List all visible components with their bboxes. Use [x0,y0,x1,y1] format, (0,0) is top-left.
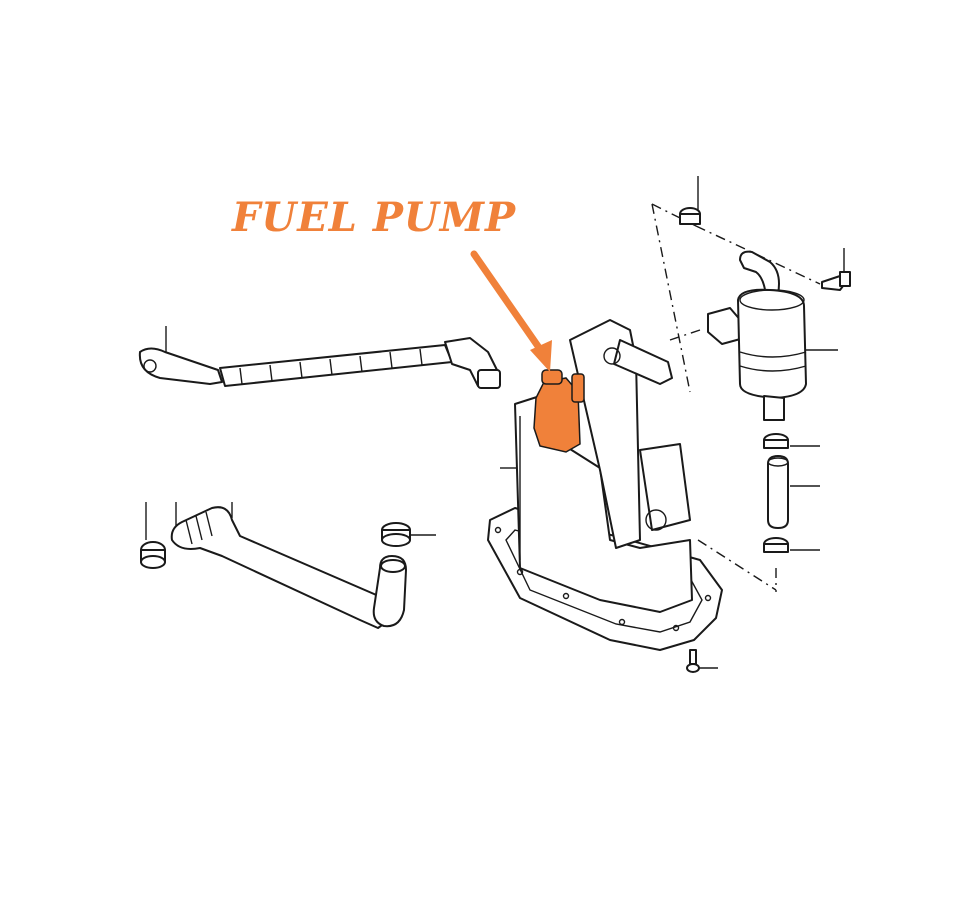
mounting-bolt-bottom [686,649,700,673]
fuel-pump-label: FUEL PUMP [232,194,517,241]
fuel-filter-assembly [651,203,821,592]
fuel-pump-outlet [571,373,585,403]
fuel-pump-cap [541,369,563,385]
hose-clamp-middle [381,522,411,547]
fuel-filter-clip-top [679,207,701,225]
hose-clamp-left [140,541,166,569]
upper-fuel-hose [138,337,501,389]
fuel-pump-housing [487,319,723,651]
fuel-pump-highlight [533,369,585,453]
pointer-arrow [470,250,552,372]
hose-clamp-right-lower [763,537,789,553]
mounting-bolt-top-right [821,271,851,291]
lower-fuel-hose [170,506,407,629]
connector-tube [767,455,789,529]
hose-clamp-right-upper [763,433,789,449]
